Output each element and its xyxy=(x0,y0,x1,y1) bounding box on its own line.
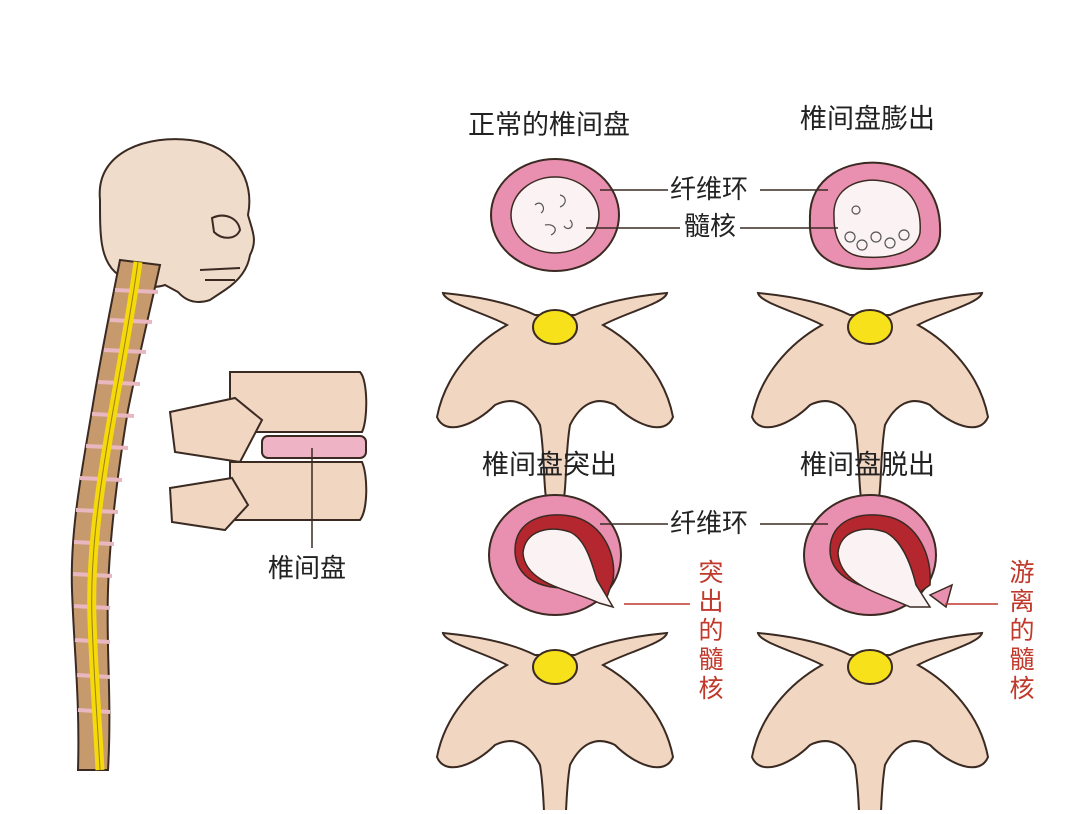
leader-lines xyxy=(586,189,998,605)
nucleus-label: 髓核 xyxy=(684,212,737,242)
spine-column xyxy=(70,258,162,771)
disc-side xyxy=(261,435,367,459)
panel-bulge xyxy=(751,161,989,514)
disc-label: 椎间盘 xyxy=(268,554,347,584)
panel-title-normal: 正常的椎间盘 xyxy=(468,110,630,141)
free-nucleus-label: 游离的髓核 xyxy=(1009,558,1035,703)
protruded-nucleus-label: 突出的髓核 xyxy=(698,558,724,703)
skeleton-illustration xyxy=(70,138,255,771)
annulus-label-bottom: 纤维环 xyxy=(670,509,749,539)
panel-normal xyxy=(436,158,674,514)
panel-title-protrusion: 椎间盘突出 xyxy=(482,450,617,481)
panel-extrusion xyxy=(751,494,989,814)
annulus-label-top: 纤维环 xyxy=(670,175,749,205)
panel-title-extrusion: 椎间盘脱出 xyxy=(800,450,935,481)
lateral-vertebrae xyxy=(168,371,368,548)
panel-title-bulge: 椎间盘膨出 xyxy=(800,104,935,135)
panel-protrusion xyxy=(436,494,674,814)
